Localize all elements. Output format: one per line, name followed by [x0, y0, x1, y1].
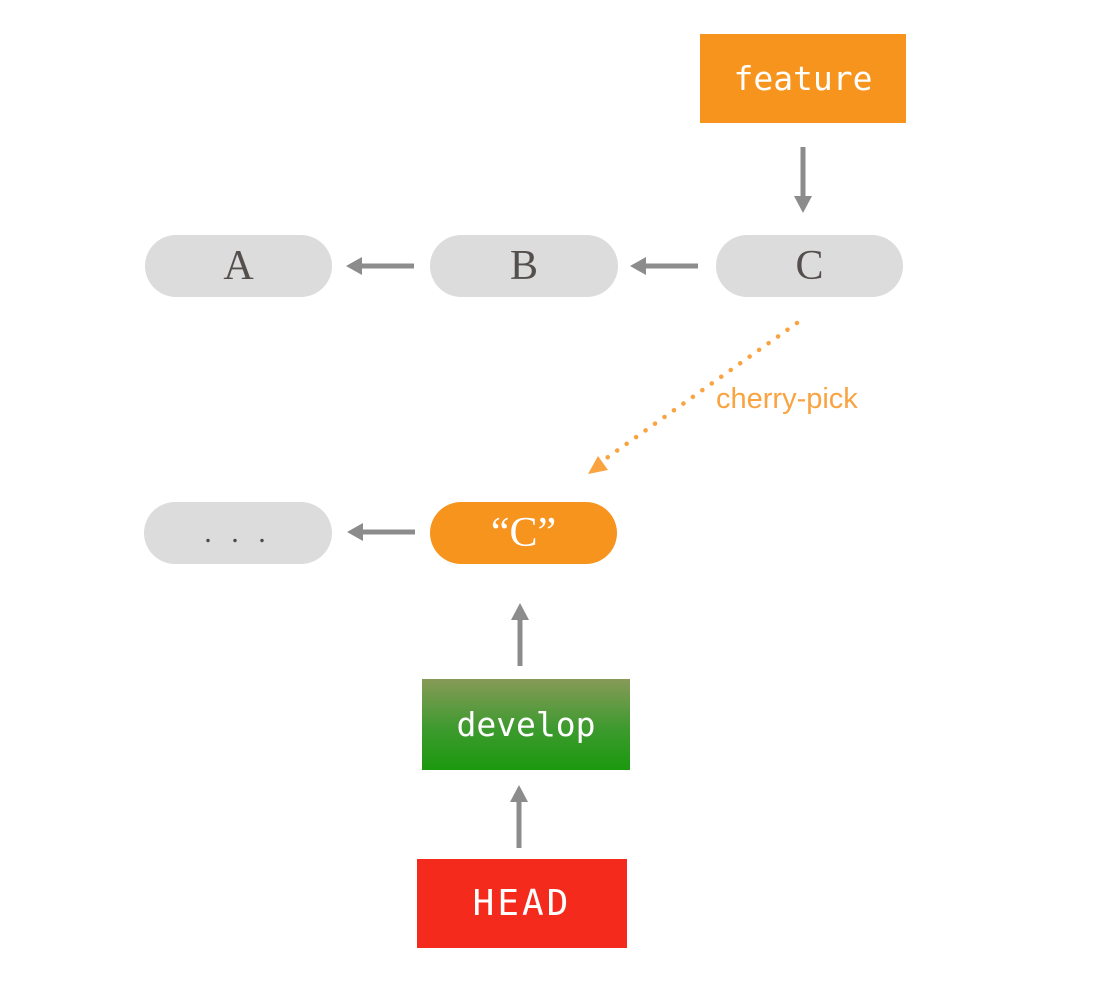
arrow-head-to-develop [510, 785, 528, 848]
arrow-c-to-b [630, 257, 698, 275]
commit-node-b: B [430, 235, 618, 297]
feature-branch-label: feature [733, 59, 873, 98]
arrow-feature-to-c [794, 147, 812, 213]
arrow-b-to-a [346, 257, 414, 275]
arrow-develop-to-ccopy [511, 603, 529, 666]
commit-label-c-copy: “C” [490, 510, 557, 556]
head-label: HEAD [472, 883, 572, 924]
commit-node-c-copy: “C” [430, 502, 617, 564]
commit-label-a: A [223, 243, 254, 289]
commit-node-a: A [145, 235, 332, 297]
feature-branch-box: feature [700, 34, 906, 123]
arrow-ccopy-to-ellipsis [347, 523, 415, 541]
develop-branch-box: develop [422, 679, 630, 770]
commit-label-b: B [509, 243, 538, 289]
commit-label-c: C [795, 243, 824, 289]
commit-node-ellipsis: . . . [144, 502, 332, 564]
commit-label-ellipsis: . . . [204, 516, 272, 549]
head-box: HEAD [417, 859, 627, 948]
commit-node-c: C [716, 235, 903, 297]
cherry-pick-annotation: cherry-pick [716, 383, 858, 415]
develop-branch-label: develop [456, 705, 596, 744]
